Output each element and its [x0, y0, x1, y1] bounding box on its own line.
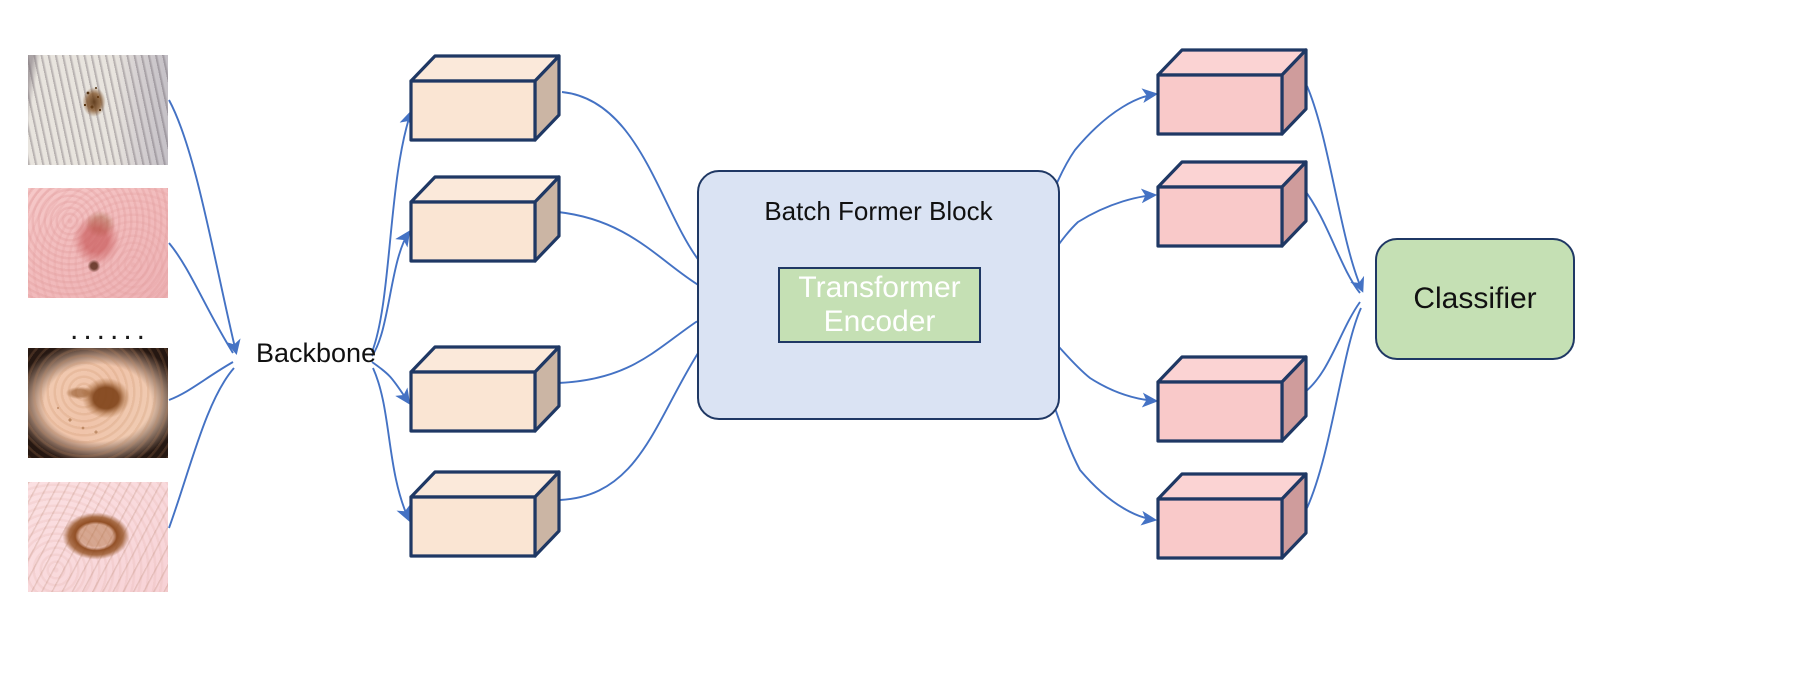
input-image-2 [28, 188, 168, 298]
backbone-label: Backbone [256, 338, 377, 368]
encoder-line-2: Encoder [823, 305, 936, 338]
lesion-texture [28, 348, 168, 458]
batch-former-block[interactable]: Batch Former Block Transformer Encoder [697, 170, 1060, 420]
input-ellipsis: ...... [70, 313, 151, 346]
output-box-2 [1156, 160, 1308, 248]
lesion-texture [28, 188, 168, 298]
input-image-3 [28, 348, 168, 458]
input-image-4 [28, 482, 168, 592]
lesion-texture [28, 55, 168, 165]
classifier-block[interactable]: Classifier [1375, 238, 1575, 360]
classifier-label: Classifier [1413, 282, 1537, 315]
output-box-4 [1156, 472, 1308, 560]
encoder-line-1: Transformer [798, 270, 961, 304]
output-box-3 [1156, 355, 1308, 443]
transformer-encoder-box[interactable]: Transformer Encoder [778, 267, 981, 343]
transformer-encoder-label: Transformer Encoder [780, 271, 979, 340]
feature-box-2 [409, 175, 561, 263]
feature-box-1 [409, 54, 561, 142]
feature-box-4 [409, 470, 561, 558]
output-box-1 [1156, 48, 1308, 136]
input-image-1 [28, 55, 168, 165]
batch-former-title: Batch Former Block [764, 196, 993, 226]
lesion-texture [28, 482, 168, 592]
feature-box-3 [409, 345, 561, 433]
